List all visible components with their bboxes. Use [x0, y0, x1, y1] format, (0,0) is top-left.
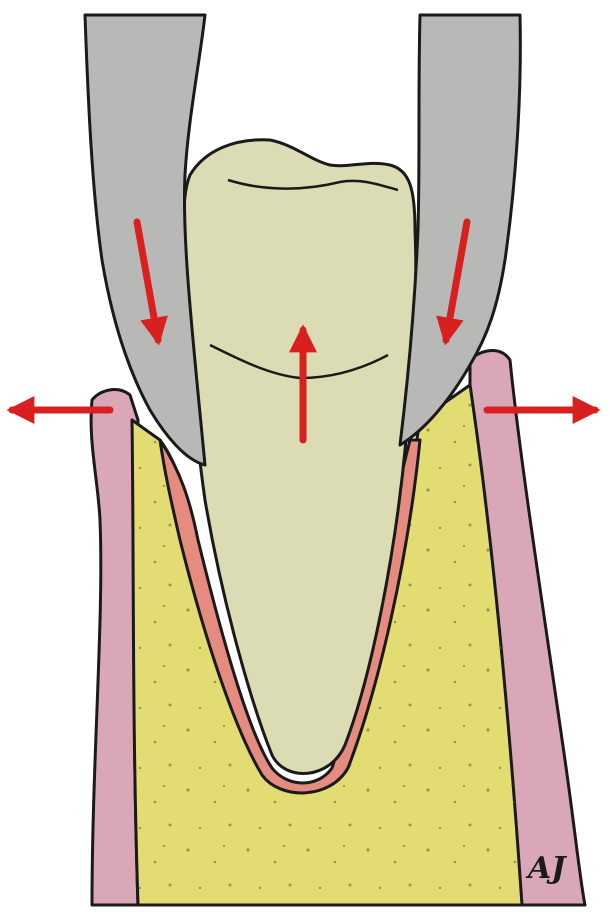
artist-signature: AJ	[525, 851, 567, 886]
left-gingiva	[91, 390, 138, 905]
